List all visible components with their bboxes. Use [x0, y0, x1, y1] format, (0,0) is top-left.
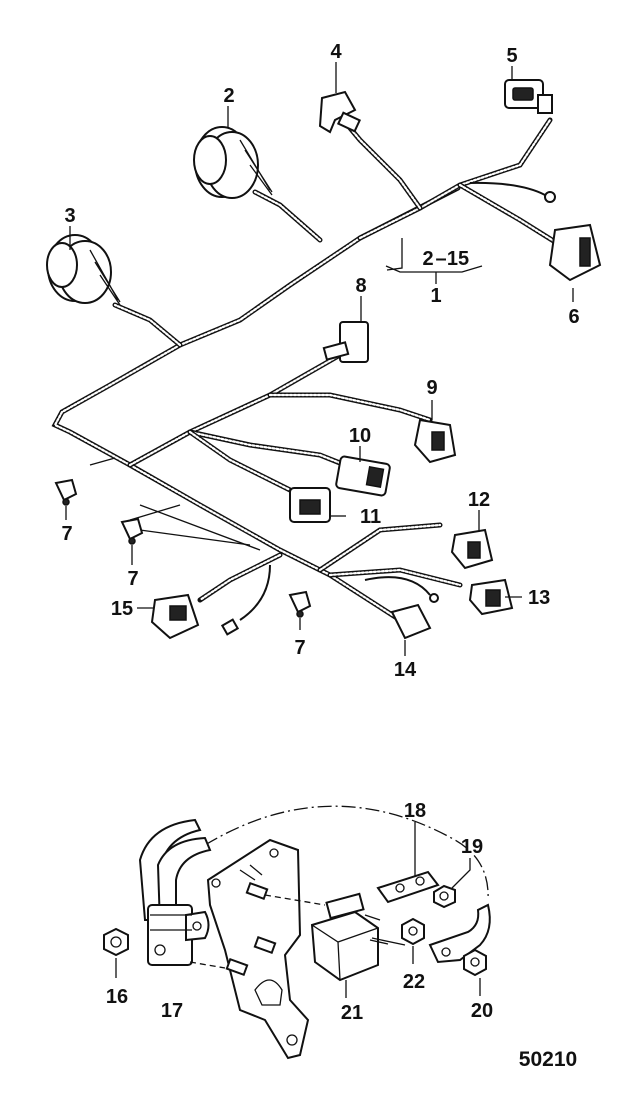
callout-range-dash: –	[435, 248, 446, 270]
callout-12: 12	[468, 489, 490, 511]
callout-6: 6	[568, 306, 579, 328]
wiring-harness-assembly: 2 3 4 5 6 2 – 15 1 8 9 10 11 12 13 14 15…	[46, 41, 602, 681]
nut-19	[433, 884, 456, 909]
callout-7a: 7	[61, 523, 72, 545]
callout-5: 5	[506, 45, 517, 67]
leader-lines-lower	[115, 822, 481, 998]
callout-18: 18	[404, 800, 426, 822]
connector-9	[413, 418, 457, 464]
callout-15: 15	[111, 598, 133, 620]
connector-14	[390, 603, 432, 640]
nut-16	[103, 927, 129, 957]
connector-8	[322, 321, 369, 363]
callout-1: 1	[430, 285, 441, 307]
connector-10	[335, 455, 391, 497]
callout-21: 21	[341, 1002, 363, 1024]
range-bracket	[385, 238, 483, 284]
callout-4: 4	[330, 41, 342, 63]
callout-22: 22	[403, 971, 425, 993]
connector-4	[318, 90, 362, 134]
connector-15	[150, 593, 200, 640]
callout-11: 11	[360, 506, 381, 528]
round-connector-2	[193, 126, 273, 199]
relay-bracket-assembly: 18 19 16 17 22 20 21	[103, 800, 493, 1060]
callout-17: 17	[161, 1000, 183, 1022]
clip-7c	[288, 590, 312, 618]
connector-11	[289, 487, 331, 523]
hose-clamp-17	[138, 818, 212, 966]
callout-13: 13	[528, 587, 550, 609]
callout-7b: 7	[127, 568, 138, 590]
callout-16: 16	[106, 986, 128, 1008]
nut-22	[401, 917, 425, 946]
connector-6	[548, 223, 602, 282]
studs	[189, 881, 326, 977]
relay-21	[310, 892, 389, 982]
callout-2: 2	[223, 85, 234, 107]
clip-7b	[120, 517, 144, 545]
callout-8: 8	[355, 275, 366, 297]
callout-19: 19	[461, 836, 483, 858]
callout-10: 10	[349, 425, 371, 447]
mounting-bracket	[206, 838, 310, 1060]
callout-14: 14	[394, 659, 417, 681]
callout-3: 3	[64, 205, 75, 227]
callout-9: 9	[426, 377, 437, 399]
ground-strap	[371, 903, 491, 964]
nut-20	[463, 948, 487, 977]
round-connector-3	[46, 234, 121, 306]
callout-range-start: 2	[422, 248, 433, 270]
figure-number: 50210	[519, 1048, 577, 1071]
connector-5	[504, 79, 553, 114]
callout-range-end: 15	[447, 248, 469, 270]
plate-18	[376, 870, 440, 904]
connector-13	[468, 578, 514, 616]
callout-7c: 7	[294, 637, 305, 659]
thin-wires	[89, 181, 556, 636]
leader-lines	[65, 62, 574, 656]
connector-12	[450, 528, 494, 570]
callout-20: 20	[471, 1000, 493, 1022]
clip-7a	[54, 478, 78, 506]
harness-trunk	[51, 117, 563, 623]
